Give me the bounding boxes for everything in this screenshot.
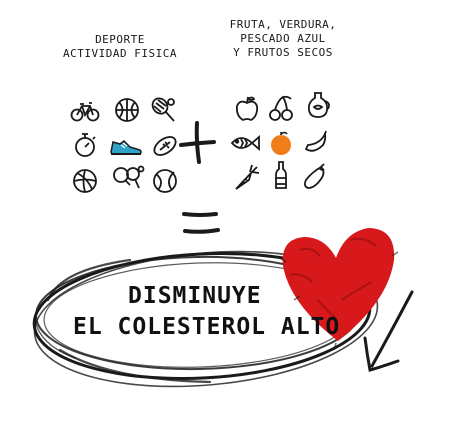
banana-icon	[300, 128, 330, 158]
exercise-label: DEPORTE ACTIVIDAD FISICA	[60, 33, 180, 61]
plus-sign-icon	[179, 121, 216, 164]
cherries-icon	[266, 94, 296, 124]
eggplant-icon	[300, 162, 330, 192]
ping-pong-icon	[110, 164, 146, 194]
bottle-icon	[266, 160, 296, 190]
headline-line-2: EL COLESTEROL ALTO	[73, 314, 341, 340]
heart-icon	[279, 228, 399, 351]
volleyball-icon	[70, 166, 100, 196]
arrow-icon	[363, 290, 414, 372]
exercise-label-line-2: ACTIVIDAD FISICA	[63, 47, 177, 60]
carrot-icon	[232, 162, 262, 192]
orange-icon	[266, 128, 296, 158]
apple-icon	[232, 94, 262, 124]
headline-line-1: DISMINUYE	[128, 283, 262, 309]
food-label-line-1: FRUTA, VERDURA,	[229, 18, 337, 31]
rugby-ball-icon	[150, 131, 180, 161]
tennis-racket-icon	[148, 95, 178, 125]
equals-sign-icon	[182, 212, 220, 234]
bicycle-icon	[70, 96, 100, 126]
olive-oil-jar-icon	[303, 90, 333, 120]
fish-icon	[228, 128, 262, 158]
exercise-label-line-1: DEPORTE	[95, 33, 145, 46]
sneaker-icon	[108, 131, 144, 161]
food-label: FRUTA, VERDURA, PESCADO AZUL Y FRUTOS SE…	[218, 18, 348, 60]
stopwatch-icon	[70, 130, 100, 160]
food-label-line-3: Y FRUTOS SECOS	[233, 46, 333, 59]
tennis-ball-icon	[150, 166, 180, 196]
basketball-icon	[112, 95, 142, 125]
food-label-line-2: PESCADO AZUL	[240, 32, 326, 45]
